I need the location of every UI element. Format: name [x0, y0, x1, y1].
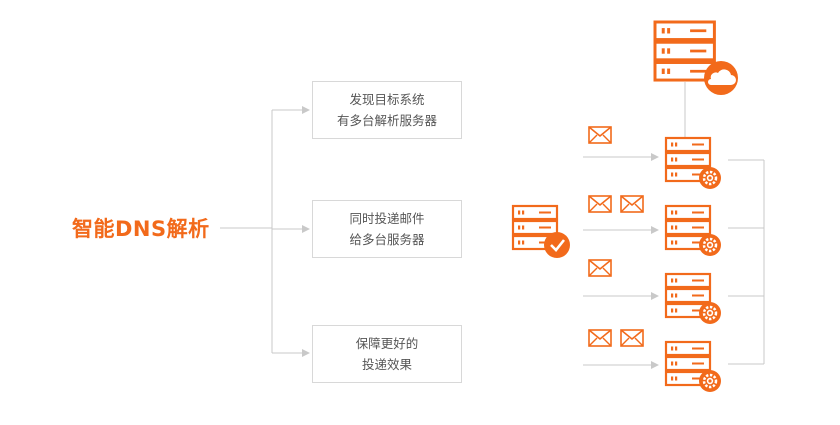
- mail-arrows: [583, 153, 659, 369]
- left-connectors: [220, 106, 310, 357]
- server-check-icon: [511, 204, 570, 258]
- right-bracket: [728, 159, 765, 365]
- step-line: 保障更好的: [355, 336, 419, 351]
- step-line: 同时投递邮件: [349, 211, 425, 226]
- step-line: 发现目标系统: [349, 92, 425, 107]
- step-line: 给多台服务器: [349, 232, 425, 247]
- step-line: 投递效果: [361, 357, 412, 372]
- step-box-discover: 发现目标系统 有多台解析服务器: [312, 81, 462, 139]
- page-title: 智能DNS解析: [72, 217, 210, 241]
- server-cloud-icon: [653, 20, 738, 140]
- step-box-deliver: 同时投递邮件 给多台服务器: [312, 200, 462, 258]
- step-box-guarantee: 保障更好的 投递效果: [312, 325, 462, 383]
- envelope-icon: [588, 126, 644, 347]
- step-line: 有多台解析服务器: [336, 113, 437, 128]
- server-gear-icon: [664, 136, 723, 394]
